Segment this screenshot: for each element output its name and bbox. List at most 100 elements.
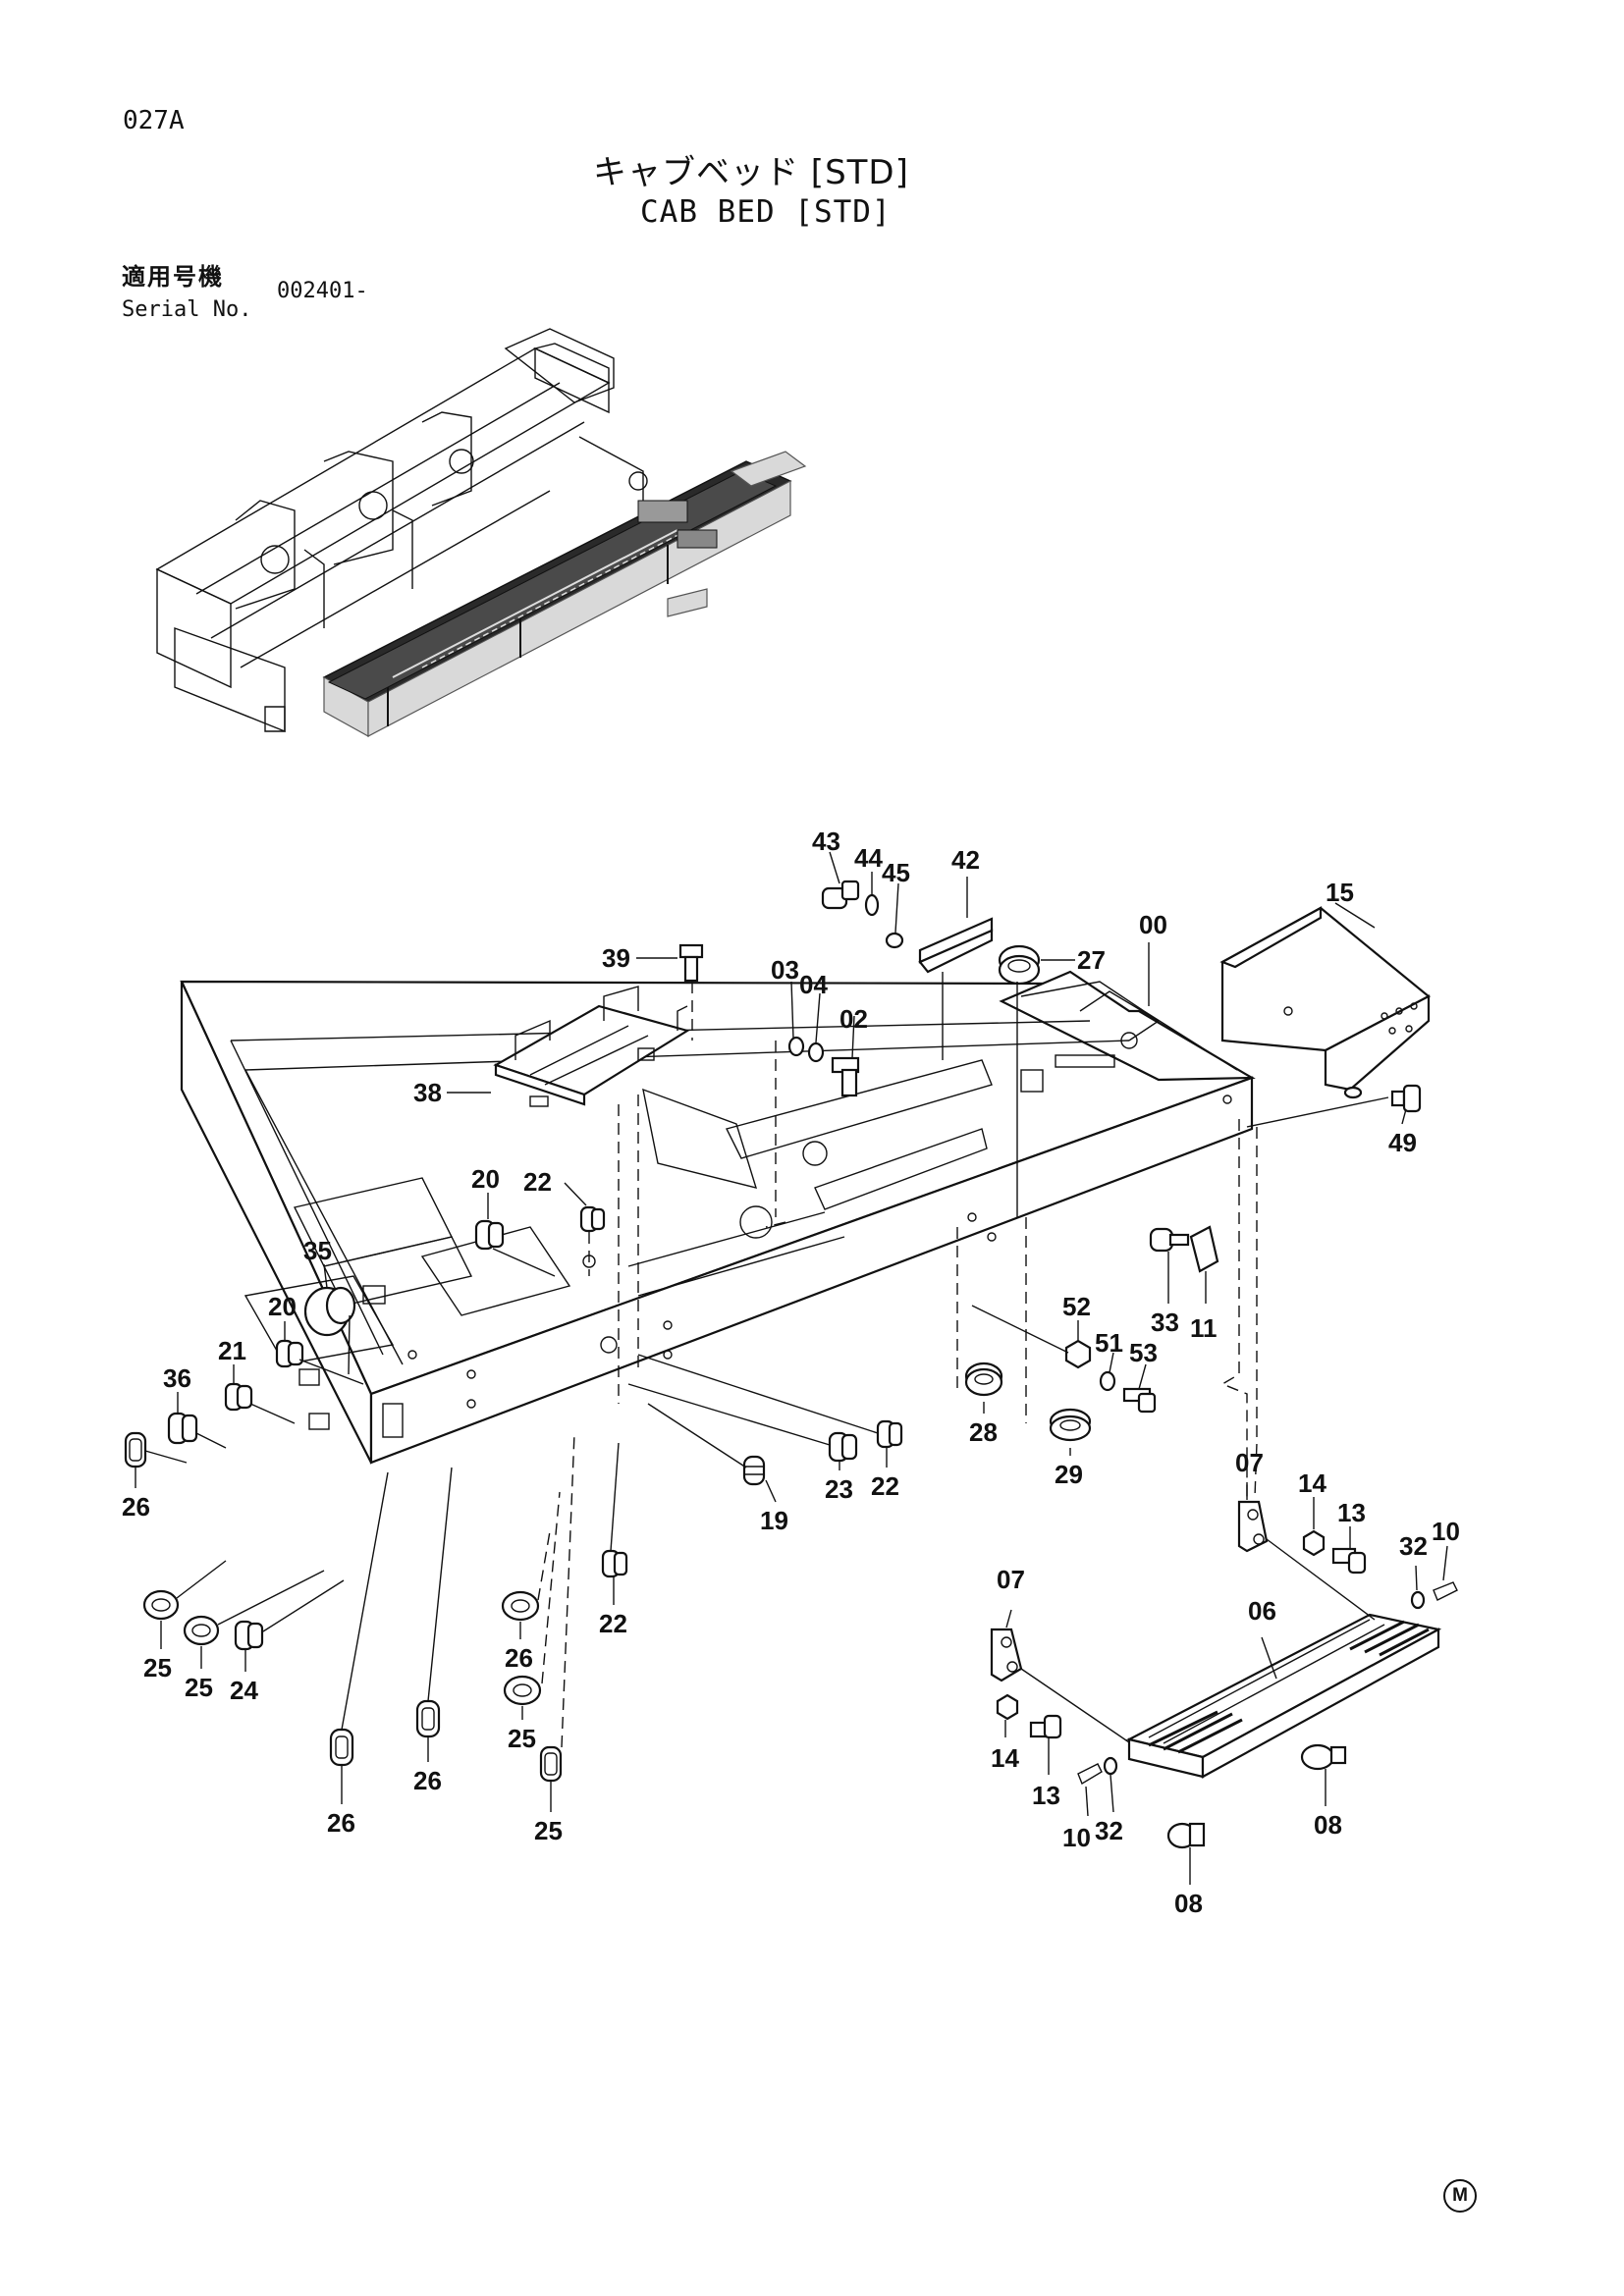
callout-23: 23 xyxy=(825,1474,853,1504)
nut-part-14-upper xyxy=(1302,1529,1326,1557)
grommet-part-21 xyxy=(224,1382,253,1412)
bracket-part-11 xyxy=(1189,1225,1219,1273)
callout-35: 35 xyxy=(303,1236,332,1265)
callout-24: 24 xyxy=(230,1676,258,1705)
seat-bracket-part xyxy=(493,986,690,1107)
grommet-part-26-center xyxy=(501,1590,540,1622)
elbow-part-43 xyxy=(821,880,860,910)
grommet-part-26-left xyxy=(124,1431,147,1468)
washer-part-32-lower xyxy=(1103,1756,1118,1776)
callout-08-lower: 08 xyxy=(1174,1889,1203,1918)
callout-20-lower: 20 xyxy=(268,1292,297,1321)
page-code: 027A xyxy=(123,106,185,135)
grommet-part-23 xyxy=(828,1431,858,1463)
cover-part-15 xyxy=(1219,906,1431,1099)
title-english: CAB BED [STD] xyxy=(640,194,892,230)
callout-32-right: 32 xyxy=(1399,1531,1428,1561)
callout-04: 04 xyxy=(799,970,828,999)
bracket-part-07-upper xyxy=(1237,1500,1269,1553)
callout-11: 11 xyxy=(1190,1313,1218,1343)
callout-28: 28 xyxy=(969,1417,998,1447)
callout-49: 49 xyxy=(1388,1128,1417,1157)
callout-32-lower: 32 xyxy=(1095,1816,1123,1845)
callout-33: 33 xyxy=(1151,1308,1179,1337)
serial-label-english: Serial No. xyxy=(122,297,252,322)
callout-25-d: 25 xyxy=(534,1816,563,1845)
callout-27: 27 xyxy=(1077,945,1106,975)
cab-bed-frame xyxy=(180,970,1256,1465)
callout-labels: 00 02 03 04 06 07 07 08 08 10 10 11 13 1… xyxy=(122,827,1460,1918)
callout-10-lower: 10 xyxy=(1062,1823,1091,1852)
grommet-part-25-c xyxy=(503,1675,542,1706)
callout-29: 29 xyxy=(1055,1460,1083,1489)
callout-53: 53 xyxy=(1129,1338,1158,1367)
title-japanese: キャブベッド [STD] xyxy=(593,153,909,192)
manufacturer-mark-icon: M xyxy=(1443,2179,1477,2213)
grommet-part-20-lower xyxy=(275,1339,304,1368)
callout-45: 45 xyxy=(882,858,910,887)
callout-08-right: 08 xyxy=(1314,1810,1342,1840)
callout-26-bottom-b: 26 xyxy=(413,1766,442,1795)
callout-51: 51 xyxy=(1095,1328,1123,1358)
bolt-part-33 xyxy=(1149,1227,1190,1253)
bolt-part-49 xyxy=(1390,1084,1422,1113)
callout-19: 19 xyxy=(760,1506,788,1535)
bolt-part-39 xyxy=(678,943,704,983)
washer-part-44 xyxy=(864,893,880,917)
leader-lines xyxy=(135,851,1448,1885)
callout-22-lower: 22 xyxy=(599,1609,627,1638)
locator-overview-image xyxy=(155,328,807,738)
plate-part-42 xyxy=(918,917,994,974)
grommet-part-19 xyxy=(742,1455,766,1486)
callout-13-lower: 13 xyxy=(1032,1781,1060,1810)
grommet-part-26-bottom-b xyxy=(415,1699,441,1738)
callout-15: 15 xyxy=(1326,878,1354,907)
grommet-part-35 xyxy=(303,1286,356,1337)
washer-part-45 xyxy=(885,932,904,949)
callout-07-lower: 07 xyxy=(997,1565,1025,1594)
washer-part-51 xyxy=(1099,1370,1116,1392)
pin-part-10-lower xyxy=(1077,1763,1103,1786)
washer-part-32-right xyxy=(1410,1590,1426,1610)
step-part-06 xyxy=(1125,1613,1442,1779)
callout-00: 00 xyxy=(1139,910,1167,939)
callout-03: 03 xyxy=(771,955,799,985)
nut-part-52 xyxy=(1064,1339,1092,1369)
callout-02: 02 xyxy=(839,1004,868,1034)
callout-14-lower: 14 xyxy=(991,1743,1019,1773)
bolt-part-13-lower xyxy=(1029,1714,1062,1739)
grommet-part-25-a xyxy=(142,1589,180,1621)
callout-07-upper: 07 xyxy=(1235,1448,1264,1477)
callout-25-a: 25 xyxy=(143,1653,172,1682)
callout-06: 06 xyxy=(1248,1596,1276,1626)
bolt-part-13-upper xyxy=(1331,1547,1367,1575)
callout-26-bottom-a: 26 xyxy=(327,1808,355,1838)
callout-22-right: 22 xyxy=(871,1471,899,1501)
bolt-part-02 xyxy=(831,1056,860,1097)
grommet-part-27 xyxy=(998,944,1041,986)
grommet-part-26-bottom-a xyxy=(329,1728,354,1767)
callout-44: 44 xyxy=(854,843,883,873)
washer-part-04 xyxy=(807,1041,825,1063)
callout-10-right: 10 xyxy=(1432,1517,1460,1546)
grommet-part-25-b xyxy=(183,1615,220,1646)
callout-39: 39 xyxy=(602,943,630,973)
callout-38: 38 xyxy=(413,1078,442,1107)
callout-26-center: 26 xyxy=(505,1643,533,1673)
bolt-part-53 xyxy=(1122,1387,1157,1414)
callout-36: 36 xyxy=(163,1363,191,1393)
grommet-part-24 xyxy=(234,1620,264,1651)
pin-part-08-lower xyxy=(1166,1822,1206,1849)
callout-25-c: 25 xyxy=(508,1724,536,1753)
grommet-part-22-upper xyxy=(579,1205,606,1233)
callout-26-left: 26 xyxy=(122,1492,150,1522)
grommet-part-28 xyxy=(964,1362,1003,1397)
grommet-part-22-lower xyxy=(601,1549,628,1578)
grommet-part-25-d xyxy=(539,1745,563,1783)
callout-22-upper: 22 xyxy=(523,1167,552,1197)
pin-part-08-right xyxy=(1300,1743,1347,1771)
bracket-part-07-lower xyxy=(990,1628,1023,1682)
callout-25-b: 25 xyxy=(185,1673,213,1702)
serial-number-value: 002401- xyxy=(277,279,368,303)
